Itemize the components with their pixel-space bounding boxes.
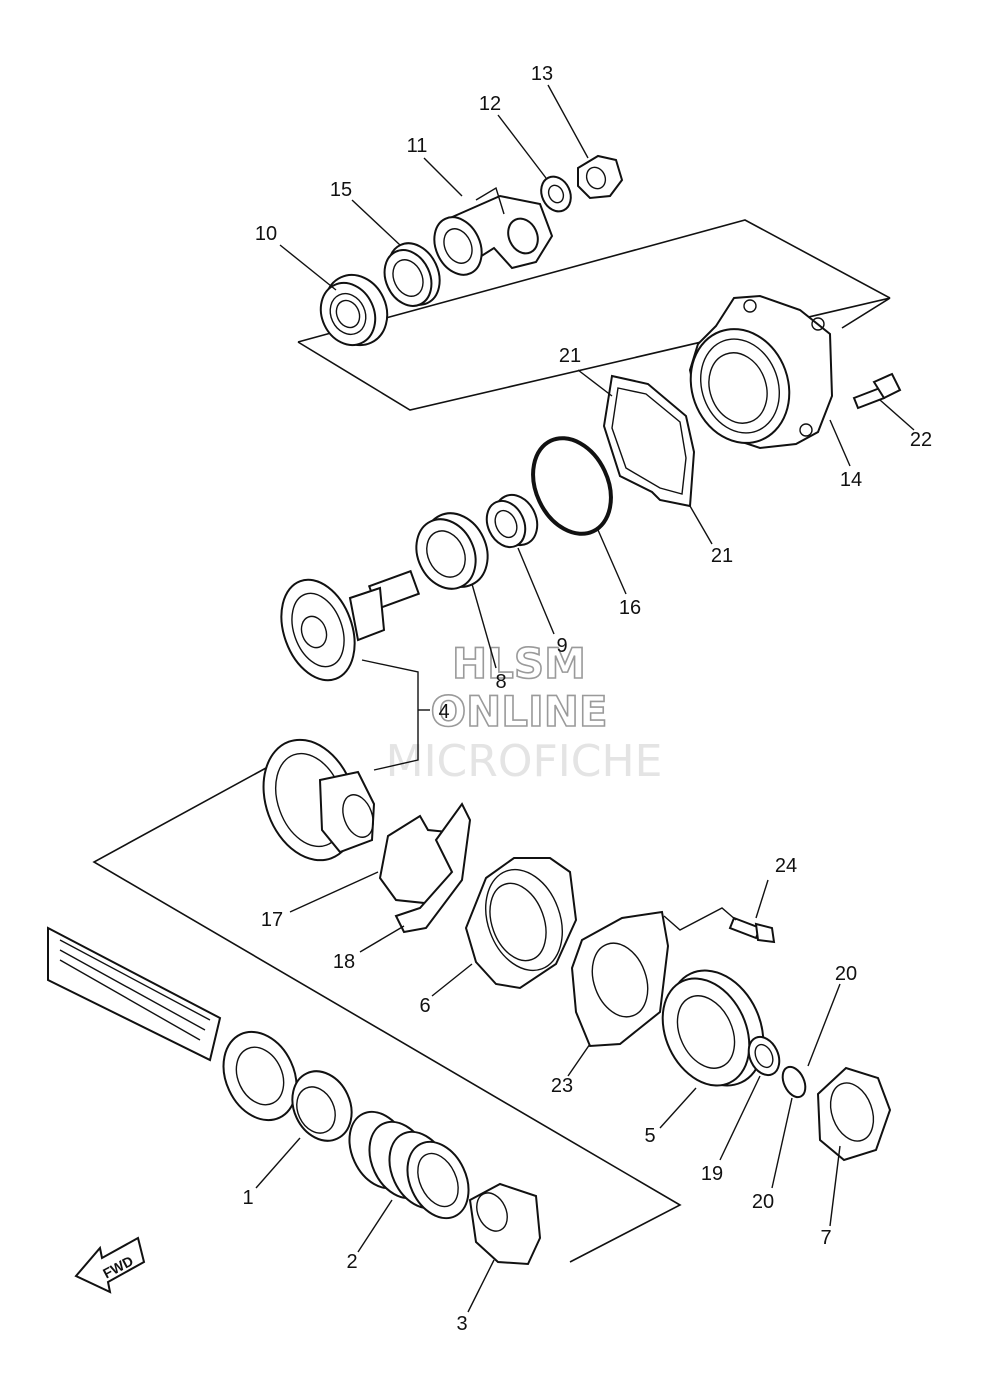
callout-14[interactable]: 14 bbox=[840, 469, 862, 491]
watermark-line2: ONLINE bbox=[430, 687, 607, 736]
watermark-line3: MICROFICHE bbox=[386, 736, 663, 787]
callout-9[interactable]: 9 bbox=[556, 635, 567, 657]
drive-shaft bbox=[47, 926, 222, 1062]
o-ring-16[interactable] bbox=[518, 425, 626, 546]
watermark: MICROFICHE HLSM ONLINE bbox=[386, 638, 663, 787]
gear-set-4[interactable] bbox=[247, 569, 421, 874]
gasket-21[interactable] bbox=[602, 374, 696, 508]
callout-11[interactable]: 11 bbox=[407, 135, 428, 157]
gasket-23[interactable] bbox=[570, 910, 670, 1048]
bearing-10[interactable] bbox=[311, 265, 398, 356]
coupling-3[interactable] bbox=[468, 1182, 542, 1266]
nut-13[interactable] bbox=[577, 154, 624, 200]
callout-17[interactable]: 17 bbox=[261, 909, 283, 931]
callout-5[interactable]: 5 bbox=[644, 1125, 655, 1147]
callout-8[interactable]: 8 bbox=[495, 671, 506, 693]
bearing-retainer-6[interactable] bbox=[464, 857, 578, 990]
callout-10[interactable]: 10 bbox=[255, 223, 277, 245]
callout-15[interactable]: 15 bbox=[330, 179, 352, 201]
callout-21-bottom[interactable]: 21 bbox=[711, 545, 733, 567]
callout-18[interactable]: 18 bbox=[333, 951, 355, 973]
bolt-24[interactable] bbox=[728, 916, 776, 944]
bearing-1[interactable] bbox=[210, 1020, 363, 1151]
callout-19[interactable]: 19 bbox=[701, 1163, 723, 1185]
oil-seal-15[interactable] bbox=[376, 235, 449, 314]
spring-2[interactable] bbox=[338, 1102, 481, 1228]
callout-2[interactable]: 2 bbox=[346, 1251, 357, 1273]
fwd-arrow-icon: FWD bbox=[74, 1236, 146, 1294]
callout-3[interactable]: 3 bbox=[456, 1313, 467, 1335]
shim-18[interactable] bbox=[394, 802, 472, 934]
nut-7[interactable] bbox=[816, 1066, 892, 1162]
group-frame-top bbox=[297, 219, 891, 411]
callout-20-bottom[interactable]: 20 bbox=[752, 1191, 774, 1213]
callouts: 13 12 11 15 10 21 22 14 21 16 9 8 4 24 1… bbox=[242, 63, 932, 1335]
lock-washer-20[interactable] bbox=[778, 1063, 810, 1100]
callout-13[interactable]: 13 bbox=[531, 63, 553, 85]
housing-14[interactable] bbox=[675, 294, 834, 457]
collar-9[interactable] bbox=[480, 488, 546, 553]
washer-19[interactable] bbox=[743, 1032, 785, 1080]
universal-joint-yoke-11[interactable] bbox=[425, 186, 554, 282]
callout-1[interactable]: 1 bbox=[242, 1187, 253, 1209]
washer-12[interactable] bbox=[536, 172, 577, 216]
leader-lines bbox=[255, 84, 915, 1313]
group-frame-middle bbox=[92, 767, 682, 1263]
callout-20-top[interactable]: 20 bbox=[835, 963, 857, 985]
callout-22[interactable]: 22 bbox=[910, 429, 932, 451]
callout-23[interactable]: 23 bbox=[551, 1075, 573, 1097]
callout-24[interactable]: 24 bbox=[775, 855, 797, 877]
callout-7[interactable]: 7 bbox=[820, 1227, 831, 1249]
bearing-8[interactable] bbox=[405, 503, 499, 599]
callout-12[interactable]: 12 bbox=[479, 93, 501, 115]
bolt-22[interactable] bbox=[852, 372, 902, 410]
callout-16[interactable]: 16 bbox=[619, 597, 641, 619]
bearing-5[interactable] bbox=[646, 955, 781, 1101]
watermark-line1: HLSM bbox=[452, 639, 586, 688]
callout-21-top[interactable]: 21 bbox=[559, 345, 581, 367]
callout-6[interactable]: 6 bbox=[419, 995, 430, 1017]
callout-4[interactable]: 4 bbox=[438, 701, 449, 723]
